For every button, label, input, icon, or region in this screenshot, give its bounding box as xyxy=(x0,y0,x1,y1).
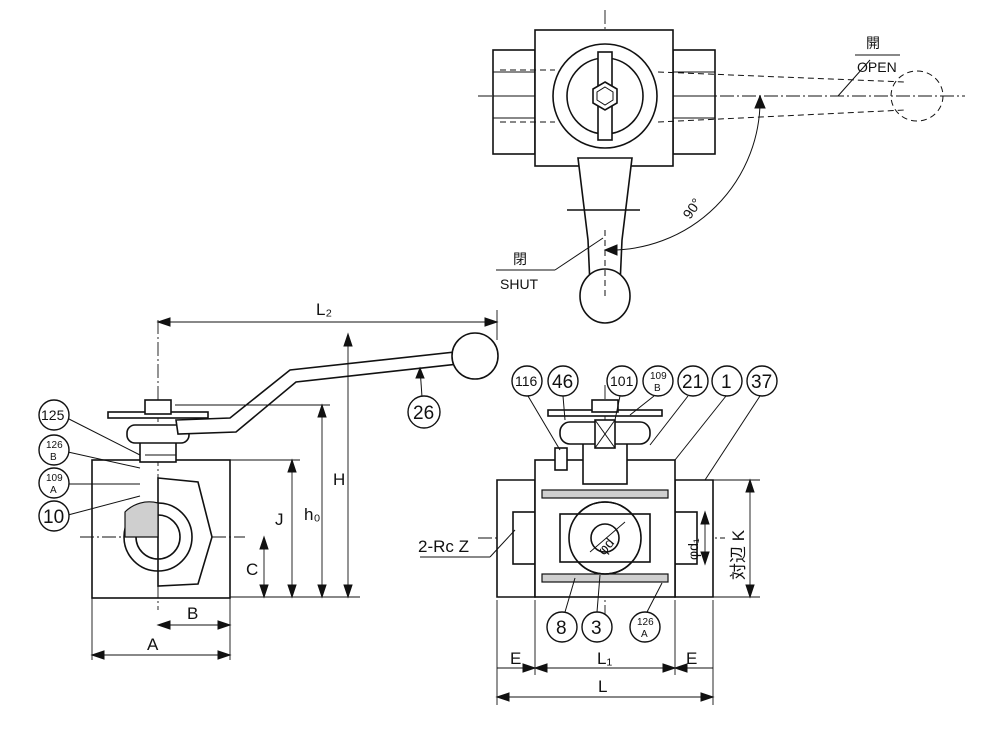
part-109-bottom: A xyxy=(50,485,57,496)
dim-H: H xyxy=(333,470,345,489)
part-1: 1 xyxy=(721,372,732,393)
part-116: 116 xyxy=(515,373,538,389)
part-126a-bottom: A xyxy=(641,629,648,640)
front-view: E L₁ E L 対辺 K φd₁ φd 2-Rc Z 116 46 xyxy=(418,365,778,705)
dim-J: J xyxy=(275,510,284,529)
dim-h0: h₀ xyxy=(304,505,321,524)
dim-L1: L₁ xyxy=(597,649,612,668)
top-view: 90° 開 OPEN 閉 SHUT xyxy=(478,10,965,324)
part-3: 3 xyxy=(591,618,602,639)
part-10: 10 xyxy=(43,507,64,528)
part-126-bottom: B xyxy=(50,452,57,463)
dim-C: C xyxy=(246,560,258,579)
part-109b-bottom: B xyxy=(654,383,661,394)
side-view: L₂ H h₀ J C B A 125 xyxy=(38,300,499,660)
open-label-jp: 開 xyxy=(866,35,880,51)
part-46: 46 xyxy=(552,372,573,393)
angle-label: 90° xyxy=(679,195,704,222)
port-label: 2-Rc Z xyxy=(418,537,469,556)
dim-d1: φd₁ xyxy=(685,538,701,560)
part-109-top: 109 xyxy=(46,473,63,484)
shut-label-jp: 閉 xyxy=(513,251,527,267)
part-21: 21 xyxy=(682,372,703,393)
part-8: 8 xyxy=(556,618,567,639)
part-37: 37 xyxy=(751,372,772,393)
dim-E-right: E xyxy=(686,649,697,668)
dim-B: B xyxy=(187,604,198,623)
part-26: 26 xyxy=(413,403,434,424)
part-125: 125 xyxy=(41,407,65,423)
dim-E-left: E xyxy=(510,649,521,668)
dim-K: 対辺 K xyxy=(729,529,748,580)
part-101: 101 xyxy=(610,373,634,389)
dim-A: A xyxy=(147,635,159,654)
part-109b-top: 109 xyxy=(650,371,667,382)
shut-label-en: SHUT xyxy=(500,276,539,292)
dim-L: L xyxy=(598,677,607,696)
part-126a-top: 126 xyxy=(637,617,654,628)
part-126-top: 126 xyxy=(46,440,63,451)
dim-L2: L₂ xyxy=(316,300,332,319)
open-label-en: OPEN xyxy=(857,59,897,75)
